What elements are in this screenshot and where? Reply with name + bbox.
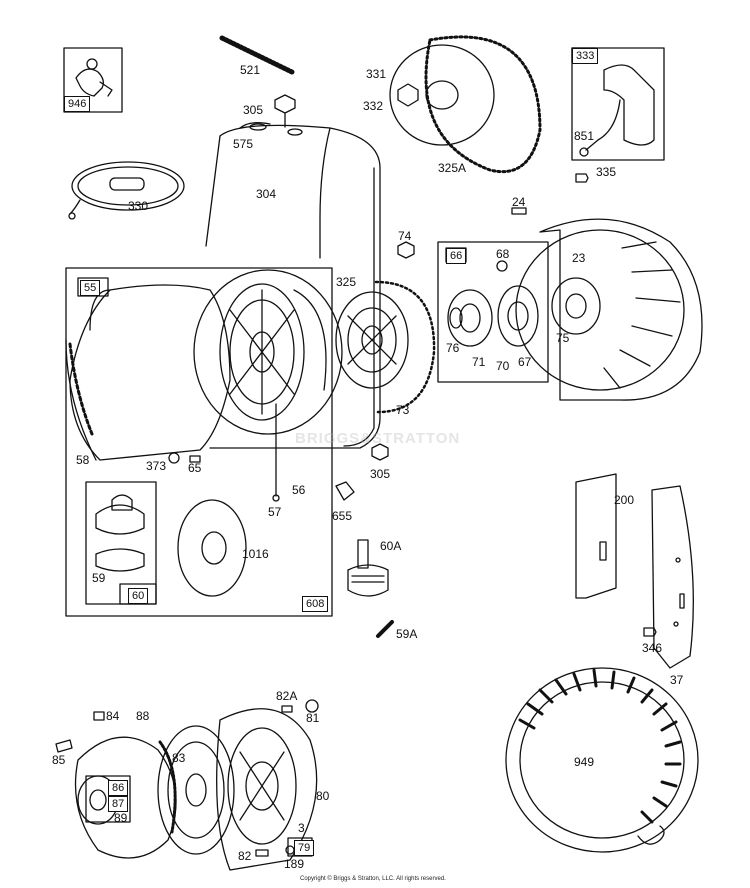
rotating-screen-325a [390,37,540,172]
key-24 [512,208,526,214]
part-label-304: 304 [256,187,277,201]
part-label-575: 575 [233,137,254,151]
part-label-200: 200 [614,493,635,507]
part-label-24: 24 [512,195,526,209]
bolt-305-lower [372,444,388,460]
part-label-332: 332 [363,99,384,113]
part-label-66: 66 [446,248,467,265]
part-label-84: 84 [106,709,120,723]
part-label-851: 851 [574,129,595,143]
part-label-331: 331 [366,67,387,81]
part-label-73: 73 [396,403,410,417]
bolt-305-top [275,95,295,127]
screw-335 [576,174,588,182]
part-label-59: 59 [92,571,106,585]
part-label-333: 333 [572,48,599,65]
handle-60a [348,540,388,596]
part-label-80: 80 [316,789,330,803]
box-333 [572,48,664,160]
washer-373 [169,453,179,463]
part-label-86: 86 [108,780,129,797]
part-label-521: 521 [240,63,261,77]
part-label-60: 60 [128,588,149,605]
washer-189 [286,846,294,854]
baffle-200 [576,474,616,598]
part-label-83: 83 [172,751,186,765]
part-label-68: 68 [496,247,510,261]
part-label-37: 37 [670,673,684,687]
grass-screen-949 [506,668,698,852]
ratchet-325 [336,282,434,412]
wire-330 [69,162,184,219]
shield-37 [652,486,693,668]
part-label-56: 56 [292,483,306,497]
part-label-81: 81 [306,711,320,725]
screw-65 [190,456,200,462]
part-label-82a: 82A [276,689,298,703]
box-59-60 [86,482,156,604]
part-label-82: 82 [238,849,252,863]
part-label-373: 373 [146,459,167,473]
nut-81 [306,700,318,712]
part-label-58: 58 [76,453,90,467]
part-label-946: 946 [64,96,91,113]
part-label-71: 71 [472,355,486,369]
part-label-346: 346 [642,641,663,655]
part-label-76: 76 [446,341,460,355]
part-label-89: 89 [114,811,128,825]
part-label-65: 65 [188,461,202,475]
screw-346 [644,628,656,636]
part-label-74: 74 [398,229,412,243]
box-946 [64,48,122,112]
nut-74 [398,242,414,258]
screw-84 [94,712,104,720]
blower-housing-304 [206,123,380,448]
part-label-23: 23 [572,251,586,265]
part-label-59a: 59A [396,627,418,641]
part-label-70: 70 [496,359,510,373]
part-label-67: 67 [518,355,532,369]
clip-655 [336,482,354,500]
box-66 [438,242,548,382]
spring-521 [222,38,292,72]
copyright-notice: Copyright © Briggs & Stratton, LLC. All … [300,876,446,882]
part-label-655: 655 [332,509,353,523]
part-label-57: 57 [268,505,282,519]
part-label-55: 55 [80,280,101,297]
part-label-335: 335 [596,165,617,179]
part-label-75: 75 [556,331,570,345]
washer-1016 [178,500,246,596]
part-label-85: 85 [52,753,66,767]
part-label-189: 189 [284,857,305,871]
pulley-83 [158,726,234,854]
part-label-79: 79 [294,840,315,857]
screw-82a [282,706,292,712]
watermark: BRIGGS&STRATTON [295,430,461,447]
part-label-325a: 325A [438,161,467,175]
part-label-3: 3 [298,821,305,835]
flywheel-23 [516,219,702,400]
part-label-949: 949 [574,755,595,769]
pulley-56 [194,270,342,501]
part-label-87: 87 [108,796,129,813]
starter-cover-55 [66,285,230,460]
part-label-305-lower: 305 [370,467,391,481]
screw-85 [56,740,72,752]
part-label-330: 330 [128,199,149,213]
part-label-1016: 1016 [242,547,269,561]
housing-80 [217,709,317,870]
part-label-305-top: 305 [243,103,264,117]
part-label-88: 88 [136,709,150,723]
pin-59a [378,622,392,636]
screw-82 [256,850,268,856]
part-label-608: 608 [302,596,329,613]
part-label-325: 325 [336,275,357,289]
part-label-60a: 60A [380,539,402,553]
